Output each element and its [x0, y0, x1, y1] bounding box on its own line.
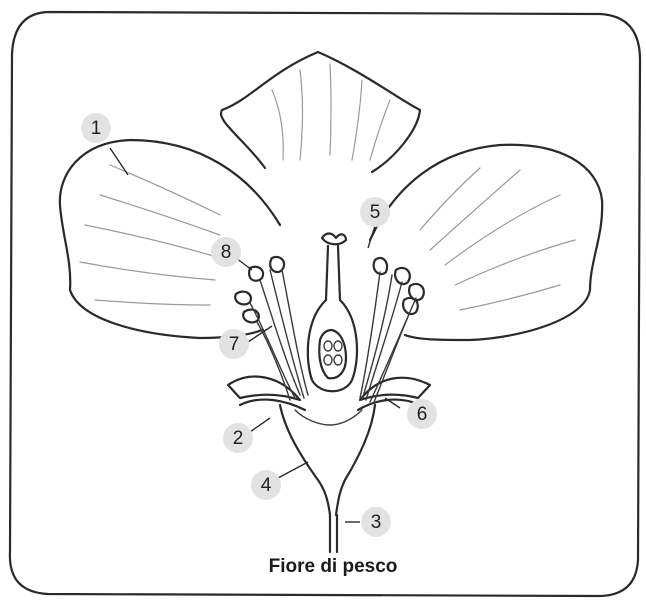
label-3: 3: [361, 507, 391, 537]
label-7: 7: [219, 329, 249, 359]
svg-text:8: 8: [221, 242, 232, 263]
svg-text:4: 4: [261, 475, 272, 496]
svg-text:2: 2: [233, 428, 244, 449]
svg-text:7: 7: [229, 334, 240, 355]
petal-top: [221, 52, 420, 172]
stamens-right: [360, 258, 424, 402]
svg-text:5: 5: [370, 202, 381, 223]
diagram-title: Fiore di pesco: [269, 556, 398, 577]
petal-left: [60, 140, 280, 338]
receptacle: [280, 405, 375, 515]
pistil: [308, 234, 357, 392]
svg-text:1: 1: [91, 118, 102, 139]
svg-text:6: 6: [417, 404, 428, 425]
label-4: 4: [251, 470, 281, 500]
label-5: 5: [360, 197, 390, 227]
label-6: 6: [407, 399, 437, 429]
label-1: 1: [81, 113, 111, 143]
svg-text:3: 3: [371, 512, 382, 533]
label-8: 8: [211, 237, 241, 267]
sepals: [228, 377, 430, 410]
diagram-frame: [10, 12, 640, 596]
label-2: 2: [223, 423, 253, 453]
stem: [330, 515, 337, 552]
